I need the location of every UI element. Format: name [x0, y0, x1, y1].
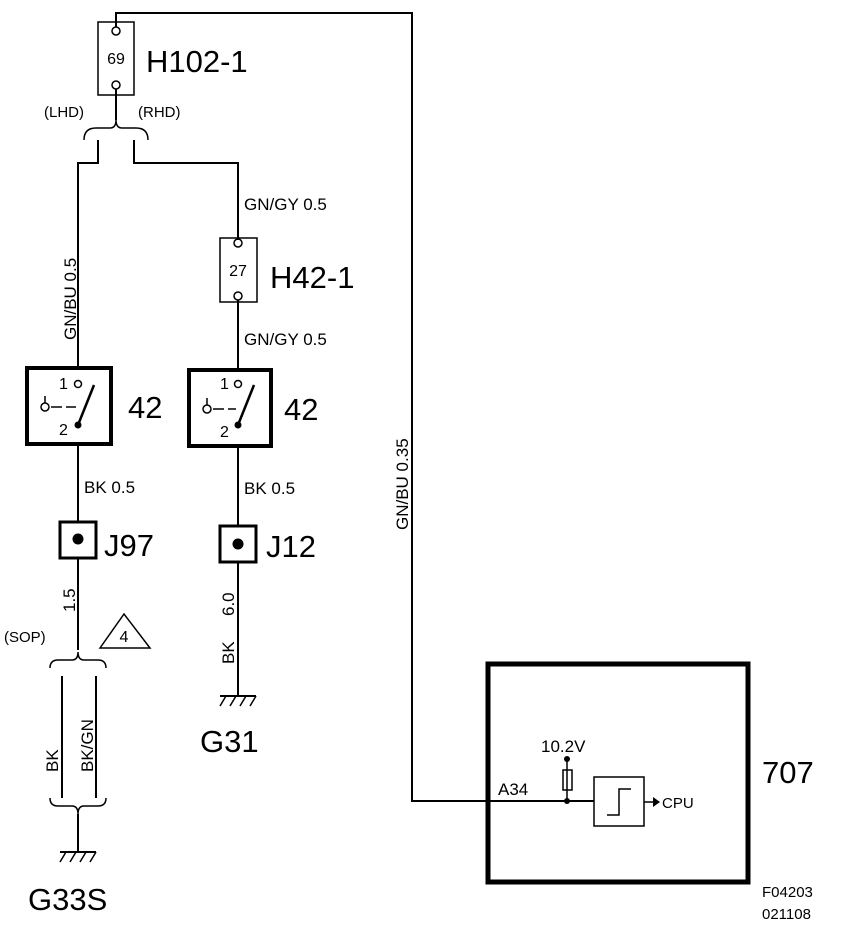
switch-42-right-pin2: 2	[220, 424, 229, 441]
switch-42-left-label: 42	[128, 390, 162, 425]
wire-label-g31-size: 6.0	[219, 592, 238, 616]
variant-brace	[83, 119, 149, 141]
wire-label-gnbu-long: GN/BU 0.35	[393, 438, 412, 530]
figure-date: 021108	[762, 906, 811, 923]
sop-brace-bottom	[49, 797, 107, 815]
module-output-cpu: CPU	[662, 795, 694, 812]
module-voltage: 10.2V	[541, 737, 586, 756]
connector-h102-1: 69	[97, 21, 135, 96]
switch-42-left-pin2: 2	[59, 422, 68, 439]
module-707: A34 10.2V CPU	[485, 661, 751, 885]
ground-g33s-label: G33S	[28, 882, 107, 917]
variant-rhd-label: (RHD)	[138, 104, 181, 121]
wire-label-gngy-upper: GN/GY 0.5	[244, 195, 327, 214]
wire-label-sop-bk: BK	[43, 749, 62, 772]
switch-42-right-label: 42	[284, 392, 318, 427]
connector-h102-label: H102-1	[146, 44, 248, 79]
wire-label-left-size: 1.5	[60, 588, 79, 612]
ground-g31-label: G31	[200, 724, 259, 759]
module-pin-a34: A34	[498, 780, 528, 799]
splice-j97-label: J97	[104, 528, 154, 563]
wire-label-g31-color: BK	[219, 641, 238, 664]
note-triangle-icon: 4	[98, 612, 152, 649]
switch-42-right-pin1: 1	[220, 376, 229, 393]
switch-42-left: 1 2	[25, 366, 113, 446]
variant-sop-label: (SOP)	[4, 629, 46, 646]
connector-h42-1: 27	[219, 237, 258, 303]
splice-j97	[58, 520, 98, 560]
wire-lhd-branch	[77, 140, 99, 366]
connector-h102-pin: 69	[107, 51, 125, 68]
ground-g31-icon	[219, 695, 257, 707]
connector-h42-label: H42-1	[270, 260, 354, 295]
wire-label-sop-bkgn: BK/GN	[78, 719, 97, 772]
wire-label-bk-right: BK 0.5	[244, 479, 295, 498]
wire-gnbu-long	[115, 12, 594, 802]
wire-rhd-branch	[133, 140, 239, 240]
ground-g33s-icon	[59, 851, 97, 863]
module-707-label: 707	[762, 755, 814, 790]
note-number: 4	[120, 629, 129, 646]
wire-label-bk-left: BK 0.5	[84, 478, 135, 497]
sop-brace-top	[49, 651, 107, 669]
connector-h42-pin: 27	[229, 263, 247, 280]
switch-42-right: 1 2	[187, 368, 273, 448]
switch-42-left-pin1: 1	[59, 376, 68, 393]
splice-j12	[218, 524, 258, 564]
splice-j12-label: J12	[266, 529, 316, 564]
variant-lhd-label: (LHD)	[44, 104, 84, 121]
wire-label-gngy-lower: GN/GY 0.5	[244, 330, 327, 349]
figure-code: F04203	[762, 884, 813, 901]
wire-label-gnbu-left: GN/BU 0.5	[61, 258, 80, 340]
